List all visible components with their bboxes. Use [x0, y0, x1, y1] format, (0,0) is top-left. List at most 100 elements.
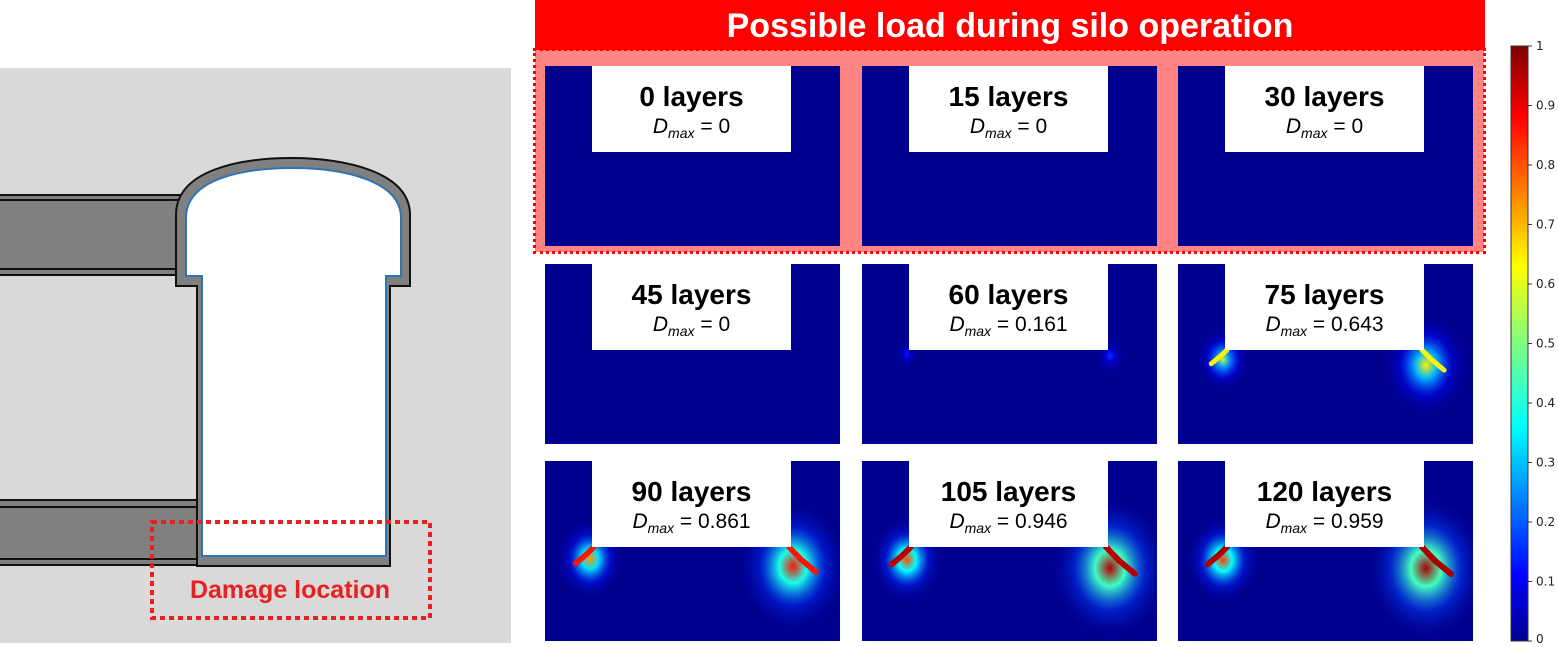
layer-count: 15 layers: [948, 81, 1069, 112]
damage-crack: [1208, 347, 1230, 367]
panel-label-box: 30 layers Dmax = 0: [1225, 66, 1424, 152]
dmax-value: 0.161: [1015, 313, 1068, 336]
dmax-value: 0: [1351, 115, 1364, 138]
colorbar-tick-label: 1: [1536, 40, 1544, 53]
upper-slab-inner: [0, 199, 183, 270]
dmax-value: 0: [718, 313, 731, 336]
silo-interior: [185, 166, 402, 557]
dmax-subscript: max: [647, 520, 675, 537]
dmax-symbol: D: [1265, 313, 1281, 336]
silo-opening-cutout: [1225, 264, 1424, 350]
dmax-value-line: Dmax = 0.861: [632, 510, 751, 537]
dmax-value-line: Dmax = 0: [652, 115, 731, 142]
layer-count: 45 layers: [631, 279, 752, 310]
colorbar-tick-label: 0.8: [1536, 158, 1555, 172]
dmax-value: 0.946: [1015, 510, 1068, 533]
layer-count: 90 layers: [631, 476, 752, 507]
damage-colorbar: 0 0.1 0.2 0.3 0.4 0.5 0.6 0.7 0.8 0.9 1: [1510, 40, 1555, 646]
damage-contour-0: [545, 66, 840, 246]
panel-label-box: 105 layers Dmax = 0.946: [909, 461, 1108, 547]
silo-opening-cutout: [909, 66, 1108, 152]
colorbar-tick-label: 0.5: [1536, 337, 1555, 351]
damage-location-box: [150, 520, 432, 620]
damage-crack: [786, 544, 819, 575]
dmax-subscript: max: [964, 520, 992, 537]
dmax-subscript: max: [964, 323, 992, 340]
damage-contour-5: [1178, 264, 1473, 444]
banner-title: Possible load during silo operation: [535, 0, 1485, 50]
damage-crack: [1204, 544, 1230, 568]
dmax-subscript: max: [1280, 323, 1308, 340]
dmax-value-line: Dmax = 0: [652, 313, 731, 340]
layer-count: 120 layers: [1256, 476, 1393, 507]
colorbar-tick-label: 0.1: [1536, 575, 1555, 589]
dmax-symbol: D: [652, 313, 669, 336]
damage-contour-3: [545, 264, 840, 444]
damage-panel-7: 105 layers Dmax = 0.946: [862, 461, 1157, 641]
damage-contour-2: [1178, 66, 1473, 246]
dmax-symbol: D: [632, 510, 648, 533]
damage-crack: [1103, 544, 1138, 577]
lower-slab-inner: [0, 506, 203, 560]
panel-label-box: 120 layers Dmax = 0.959: [1225, 461, 1424, 547]
silo-opening-cutout: [909, 461, 1108, 547]
dmax-value-line: Dmax = 0: [969, 115, 1048, 142]
colorbar-tick-label: 0.2: [1536, 515, 1555, 529]
colorbar-gradient: [1510, 45, 1529, 642]
damage-location-label: Damage location: [189, 576, 391, 604]
silo-cross-section-diagram: [0, 68, 511, 643]
layer-count: 75 layers: [1264, 279, 1385, 310]
panel-label-box: 0 layers Dmax = 0: [592, 66, 791, 152]
damage-panel-8: 120 layers Dmax = 0.959: [1178, 461, 1473, 641]
dmax-value: 0: [1035, 115, 1048, 138]
damage-panel-6: 90 layers Dmax = 0.861: [545, 461, 840, 641]
layer-count: 105 layers: [940, 476, 1077, 507]
colorbar-tick-label: 0.7: [1536, 218, 1555, 232]
dmax-subscript: max: [1301, 125, 1328, 142]
colorbar-tick-label: 0.4: [1536, 396, 1555, 410]
damage-crack: [1419, 347, 1447, 373]
colorbar-tick-label: 0.6: [1536, 277, 1555, 291]
damage-panel-0: 0 layers Dmax = 0: [545, 66, 840, 246]
dmax-value-line: Dmax = 0.959: [1265, 510, 1384, 537]
panel-label-box: 15 layers Dmax = 0: [909, 66, 1108, 152]
damage-contour-7: [862, 461, 1157, 641]
colorbar-tick-label: 0.9: [1536, 99, 1555, 113]
dmax-subscript: max: [668, 323, 695, 340]
damage-contour-6: [545, 461, 840, 641]
dmax-value-line: Dmax = 0.161: [949, 313, 1068, 340]
damage-contour-4: [862, 264, 1157, 444]
panel-label-box: 60 layers Dmax = 0.161: [909, 264, 1108, 350]
dmax-value-line: Dmax = 0.946: [949, 510, 1068, 537]
layer-count: 30 layers: [1264, 81, 1385, 112]
dmax-symbol: D: [949, 313, 965, 336]
panel-label-box: 90 layers Dmax = 0.861: [592, 461, 791, 547]
silo-opening-cutout: [592, 66, 791, 152]
damage-panel-1: 15 layers Dmax = 0: [862, 66, 1157, 246]
damage-panel-4: 60 layers Dmax = 0.161: [862, 264, 1157, 444]
dmax-value: 0.861: [698, 510, 751, 533]
dmax-value: 0.959: [1331, 510, 1384, 533]
damage-crack: [1419, 544, 1455, 578]
damage-panel-3: 45 layers Dmax = 0: [545, 264, 840, 444]
dmax-subscript: max: [985, 125, 1012, 142]
silo-opening-cutout: [592, 264, 791, 350]
damage-panel-5: 75 layers Dmax = 0.643: [1178, 264, 1473, 444]
dmax-symbol: D: [1265, 510, 1281, 533]
dmax-subscript: max: [668, 125, 695, 142]
colorbar-tick-label: 0.3: [1536, 456, 1555, 470]
damage-contour-1: [862, 66, 1157, 246]
dmax-value-line: Dmax = 0.643: [1265, 313, 1384, 340]
damage-crack: [888, 544, 914, 568]
damage-contour-8: [1178, 461, 1473, 641]
panel-label-box: 45 layers Dmax = 0: [592, 264, 791, 350]
silo-opening-cutout: [1225, 66, 1424, 152]
colorbar-tick-label: 0: [1536, 632, 1544, 646]
silo-opening-cutout: [592, 461, 791, 547]
dmax-value: 0: [718, 115, 731, 138]
dmax-symbol: D: [1285, 115, 1302, 138]
silo-opening-cutout: [1225, 461, 1424, 547]
layer-count: 0 layers: [639, 81, 744, 112]
dmax-symbol: D: [969, 115, 986, 138]
panel-label-box: 75 layers Dmax = 0.643: [1225, 264, 1424, 350]
